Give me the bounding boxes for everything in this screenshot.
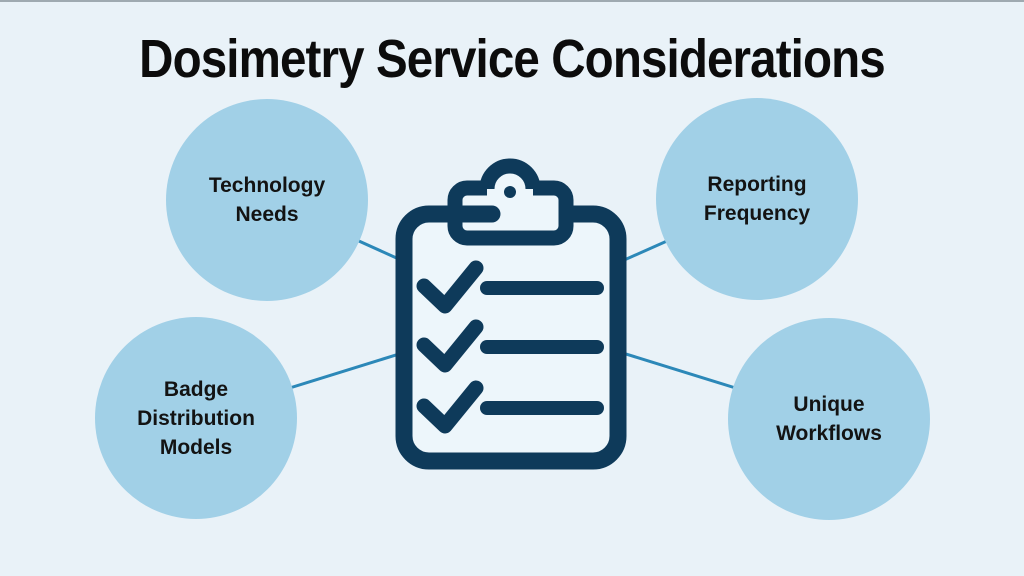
node-unique-workflows: Unique Workflows	[728, 318, 930, 520]
clipboard-clip-arch	[479, 158, 541, 190]
checkmark-icon	[416, 319, 484, 373]
node-label-line: Workflows	[776, 422, 882, 445]
connector-line-unique-workflows	[612, 348, 743, 392]
connector-line-badge-distribution-models	[279, 348, 413, 393]
node-label-line: Unique	[793, 393, 865, 416]
node-technology-needs: Technology Needs	[166, 99, 368, 301]
node-label-line: Reporting	[707, 173, 807, 196]
node-label-line: Models	[159, 435, 233, 459]
clipboard-rivet-dot	[504, 186, 516, 198]
node-badge-distribution-models: Badge Distribution Models	[95, 317, 297, 519]
node-reporting-frequency: Reporting Frequency	[656, 98, 858, 300]
top-edge-strip	[0, 0, 1024, 2]
checkmark-icon	[416, 380, 484, 434]
page-title: Dosimetry Service Considerations	[139, 29, 886, 89]
clipboard-checklist-icon	[395, 158, 627, 470]
node-label-line: Distribution	[137, 406, 255, 430]
node-label-line: Frequency	[703, 202, 811, 225]
node-label-line: Technology	[208, 174, 326, 197]
node-label-line: Needs	[235, 203, 299, 226]
checkmark-icon	[416, 260, 484, 314]
node-label-line: Badge	[163, 377, 229, 401]
